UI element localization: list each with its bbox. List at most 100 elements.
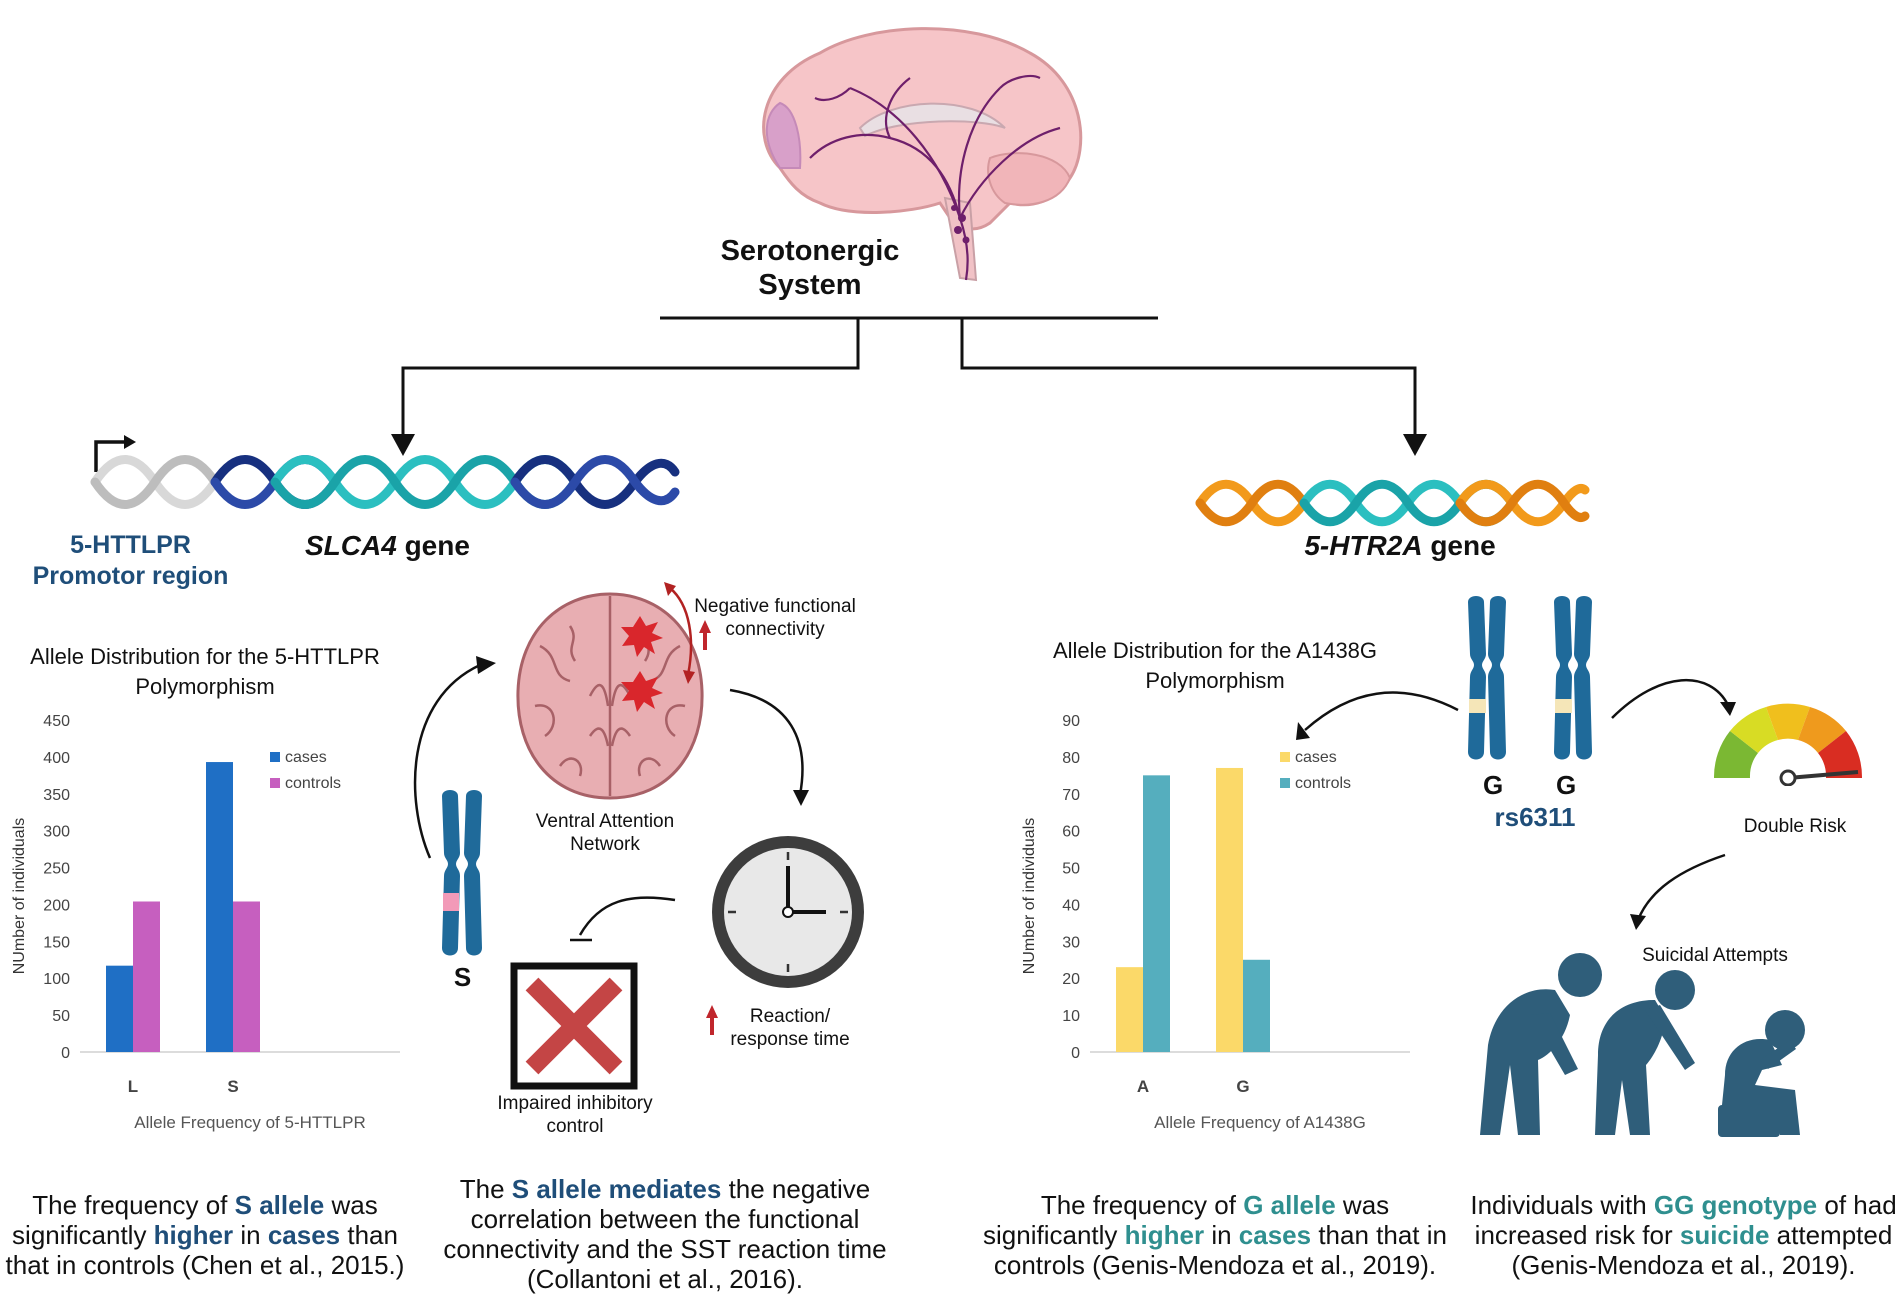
chart1-title-line-1: Allele Distribution for the 5-HTTLPR xyxy=(30,644,380,669)
y-tick-label: 80 xyxy=(1062,750,1080,767)
caption-1-part: The frequency of xyxy=(32,1190,235,1220)
ventral-attention-line-2: Network xyxy=(570,834,640,855)
caption-4-highlight: suicide xyxy=(1679,1220,1770,1250)
neg-connectivity-label: Negative functional connectivity xyxy=(680,595,870,641)
htr2a-gene-name: 5-HTR2A xyxy=(1304,530,1423,561)
y-axis-label: NUmber of individuals xyxy=(11,818,28,975)
caption-3-part: than that in xyxy=(1311,1220,1447,1250)
x-axis-label: Allele Frequency of 5-HTTLPR xyxy=(134,1113,365,1132)
bar-controls-G xyxy=(1243,959,1270,1052)
caption-2-highlight: S allele mediates xyxy=(511,1174,722,1204)
htr2a-gene-suffix: gene xyxy=(1422,530,1496,561)
caption-2-line-3: connectivity and the SST reaction time xyxy=(443,1234,887,1264)
x-axis-label: Allele Frequency of A1438G xyxy=(1154,1113,1366,1132)
bar-cases-G xyxy=(1216,767,1243,1052)
reaction-time-line-1: Reaction/ xyxy=(749,1006,831,1027)
y-tick-label: 10 xyxy=(1062,1008,1080,1025)
caption-1-part: than xyxy=(340,1220,398,1250)
y-tick-label: 200 xyxy=(43,897,70,914)
chromosome-s-label: S xyxy=(453,962,472,992)
caption-4-part: of had xyxy=(1817,1190,1897,1220)
x-tick-label: A xyxy=(1137,1077,1149,1096)
chromosomes-gg-icon xyxy=(1468,596,1592,760)
legend-swatch-controls xyxy=(1280,778,1290,788)
promoter-label: 5-HTTLPR Promotor region xyxy=(28,530,233,592)
bar-cases-S xyxy=(206,762,233,1052)
chart2-title-line-2: Polymorphism xyxy=(1145,668,1285,693)
legend-label-cases: cases xyxy=(285,749,327,766)
slc6a4-gene-suffix: gene xyxy=(396,530,470,561)
caption-3-line-3: controls (Genis-Mendoza et al., 2019). xyxy=(993,1250,1437,1280)
caption-4-part: Individuals with xyxy=(1470,1190,1654,1220)
caption-3-part: significantly xyxy=(983,1220,1125,1250)
double-risk-label: Double Risk xyxy=(1743,816,1847,837)
impaired-control-line-2: control xyxy=(546,1116,604,1137)
y-tick-label: 250 xyxy=(43,861,70,878)
y-tick-label: 30 xyxy=(1062,934,1080,951)
caption-1-line-3: that in controls (Chen et al., 2015.) xyxy=(5,1250,405,1280)
reaction-time-label: Reaction/ response time xyxy=(710,1005,870,1051)
caption-1: The frequency of S allele was significan… xyxy=(0,1190,410,1280)
caption-3-highlight: G allele xyxy=(1243,1190,1336,1220)
y-axis-label: NUmber of individuals xyxy=(1021,818,1038,975)
promoter-line-1: 5-HTTLPR xyxy=(70,531,191,559)
legend-swatch-cases xyxy=(270,752,280,762)
caption-2-part: the negative xyxy=(721,1174,871,1204)
y-tick-label: 50 xyxy=(1062,861,1080,878)
slc6a4-dna-helix-icon xyxy=(90,435,680,509)
caption-4-part: attempted xyxy=(1769,1220,1893,1250)
y-tick-label: 450 xyxy=(43,713,70,730)
caption-1-part: significantly xyxy=(12,1220,154,1250)
neg-connectivity-line-1: Negative functional xyxy=(694,596,856,617)
caption-4-highlight: GG genotype xyxy=(1653,1190,1818,1220)
y-tick-label: 100 xyxy=(43,971,70,988)
impaired-control-line-1: Impaired inhibitory xyxy=(497,1093,653,1114)
title-line-2: System xyxy=(758,269,862,301)
y-tick-label: 0 xyxy=(1071,1045,1080,1062)
y-tick-label: 50 xyxy=(52,1008,70,1025)
impaired-x-icon xyxy=(510,962,638,1090)
legend-label-controls: controls xyxy=(285,775,341,792)
bar-cases-L xyxy=(106,965,133,1052)
title-block: Serotonergic System xyxy=(690,234,930,302)
snp-label: rs6311 xyxy=(1494,802,1576,832)
brain-axial-icon xyxy=(516,592,704,800)
reaction-time-line-2: response time xyxy=(730,1029,850,1050)
caption-4-part: increased risk for xyxy=(1474,1220,1680,1250)
htr2a-gene-label: 5-HTR2A gene xyxy=(1280,530,1520,562)
caption-1-part: was xyxy=(324,1190,378,1220)
x-tick-label: S xyxy=(227,1077,238,1096)
y-tick-label: 300 xyxy=(43,824,70,841)
chart1-title: Allele Distribution for the 5-HTTLPR Pol… xyxy=(10,642,400,702)
y-tick-label: 70 xyxy=(1062,787,1080,804)
caption-3-highlight: cases xyxy=(1238,1220,1312,1250)
caption-3-part: The frequency of xyxy=(1040,1190,1244,1220)
caption-4-line-3: (Genis-Mendoza et al., 2019). xyxy=(1511,1250,1856,1280)
legend-swatch-controls xyxy=(270,778,280,788)
suicidal-attempts-label: Suicidal Attempts xyxy=(1642,945,1788,966)
allele-g-1: G xyxy=(1483,770,1504,800)
ventral-attention-label: Ventral Attention Network xyxy=(505,810,705,856)
caption-1-highlight: higher xyxy=(153,1220,234,1250)
slc6a4-gene-name: SLCA4 xyxy=(305,530,397,561)
legend-swatch-cases xyxy=(1280,752,1290,762)
chart1-title-line-2: Polymorphism xyxy=(135,674,275,699)
impaired-control-label: Impaired inhibitory control xyxy=(480,1092,670,1138)
y-tick-label: 150 xyxy=(43,934,70,951)
caption-2-line-4: (Collantoni et al., 2016). xyxy=(526,1264,804,1294)
slc6a4-gene-label: SLCA4 gene xyxy=(305,530,505,562)
distressed-people-icon xyxy=(1480,953,1805,1137)
y-tick-label: 0 xyxy=(61,1045,70,1062)
y-tick-label: 90 xyxy=(1062,713,1080,730)
y-tick-label: 20 xyxy=(1062,971,1080,988)
ventral-attention-line-1: Ventral Attention xyxy=(535,811,675,832)
y-tick-label: 350 xyxy=(43,787,70,804)
legend-label-controls: controls xyxy=(1295,775,1351,792)
caption-3-part: was xyxy=(1335,1190,1390,1220)
chart2-title-line-1: Allele Distribution for the A1438G xyxy=(1052,638,1378,663)
